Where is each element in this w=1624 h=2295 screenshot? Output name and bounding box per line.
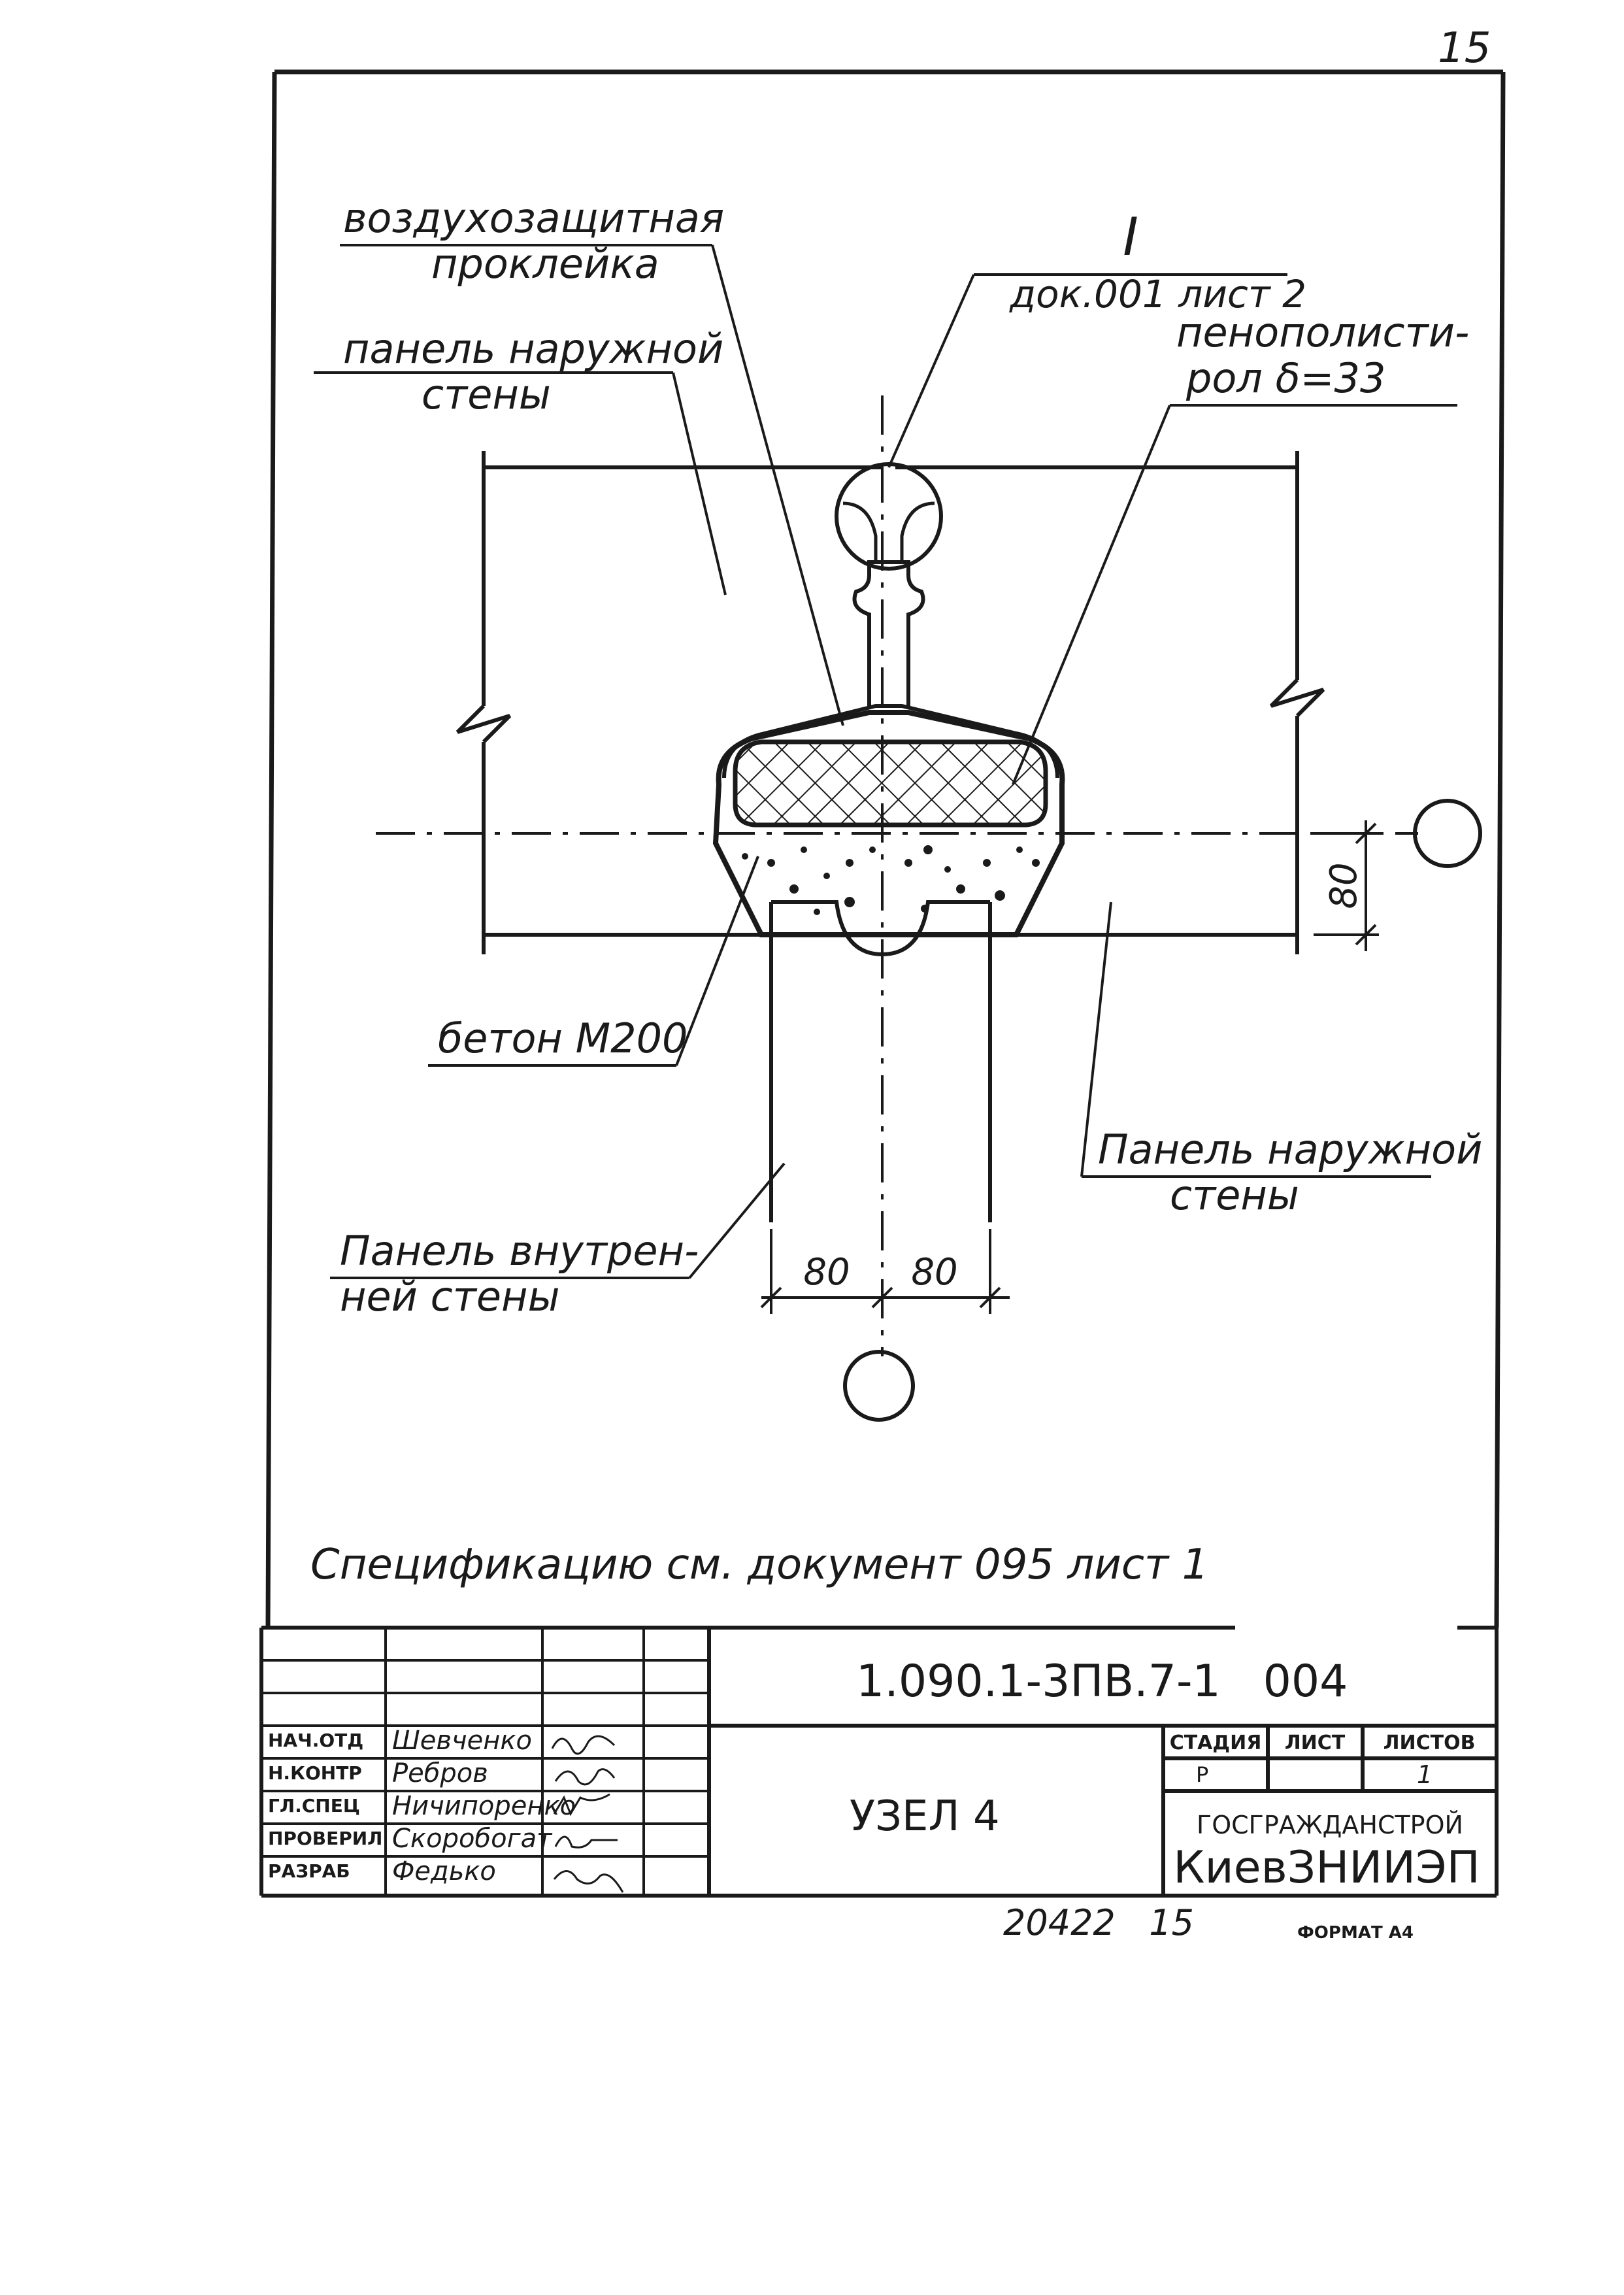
detail-mark: I [1123, 207, 1138, 267]
horizontal-dimension [760, 1229, 1010, 1314]
signatory-name: Ничипоренко [392, 1791, 576, 1821]
signature-mark [554, 1768, 616, 1786]
outer-panel-label-2: стены [422, 371, 551, 418]
concrete-label: бетон М200 [438, 1014, 688, 1062]
signatory-row: РАЗРАБ Федько [268, 1856, 624, 1893]
drawing-frame [265, 69, 1506, 1628]
signatory-name: Скоробогат [392, 1824, 553, 1854]
joint-neck [852, 560, 925, 709]
signature-table-grid [261, 1628, 709, 1896]
signature-mark [554, 1835, 618, 1849]
outer-panel2-label-2: стены [1170, 1171, 1299, 1219]
vertical-dimension-value: 80 [1323, 862, 1365, 909]
signatory-name: Федько [392, 1856, 496, 1886]
signatory-row: ПРОВЕРИЛ Скоробогат [268, 1824, 618, 1854]
dimension-left-value: 80 [803, 1251, 850, 1294]
paper-format: ФОРМАТ А4 [1297, 1923, 1414, 1943]
detail-callout-joint [842, 501, 935, 562]
concrete-speckle [742, 845, 1040, 915]
signature-mark [553, 1793, 610, 1817]
node-drawing: 80 80 80 в [314, 194, 1482, 1422]
signatory-role: Н.КОНТР [268, 1762, 362, 1784]
inner-panel-label-1: Панель внутрен- [340, 1227, 699, 1275]
stage-value: Р [1196, 1762, 1208, 1787]
dimension-right-value: 80 [911, 1251, 957, 1294]
drawing-title: УЗЕЛ 4 [850, 1792, 1000, 1841]
axis-marker-bottom [843, 1350, 915, 1422]
signature-mark [551, 1735, 616, 1755]
detail-reference: док.001 лист 2 [1009, 272, 1306, 316]
leader-lines [314, 244, 1457, 1279]
inner-wall-panel-outline [769, 900, 992, 1222]
signatory-role: НАЧ.ОТД [268, 1730, 363, 1751]
sheets-value: 1 [1417, 1760, 1433, 1789]
specification-note: Спецификацию см. документ 095 лист 1 [310, 1541, 1208, 1589]
sheet-header: ЛИСТ [1285, 1732, 1346, 1754]
foam-insulation-band [733, 739, 1048, 828]
title-block-grid [259, 1626, 1499, 1898]
detail-callout-circle [835, 462, 943, 571]
axis-marker-right [1413, 799, 1482, 868]
document-code: 1.090.1-3ПВ.7-1 004 [856, 1656, 1348, 1707]
signatory-name: Ребров [392, 1758, 488, 1788]
signature-mark [553, 1870, 624, 1893]
signatory-role: РАЗРАБ [268, 1860, 350, 1882]
air-seal-strip [722, 704, 1059, 779]
inventory-number: 20422 15 [1003, 1902, 1194, 1943]
outer-panel-label-1: панель наружной [343, 325, 723, 373]
signatory-row: Н.КОНТР Ребров [268, 1758, 616, 1788]
vertical-dimension [1314, 820, 1379, 951]
outer-wall-panel-outline [456, 451, 1325, 954]
foam-label-2: рол δ=33 [1185, 354, 1385, 402]
organization-line-1: ГОСГРАЖДАНСТРОЙ [1197, 1811, 1463, 1839]
foam-label-1: пенополисти- [1176, 309, 1469, 356]
sheets-header: ЛИСТОВ [1384, 1732, 1476, 1754]
signatory-row: НАЧ.ОТД Шевченко [268, 1726, 616, 1756]
signatory-row: ГЛ.СПЕЦ Ничипоренко [268, 1791, 610, 1821]
signatory-name: Шевченко [392, 1726, 532, 1756]
page-number: 15 [1438, 24, 1491, 73]
signatory-role: ГЛ.СПЕЦ [268, 1795, 360, 1817]
inner-panel-label-2: ней стены [340, 1273, 560, 1320]
signatory-role: ПРОВЕРИЛ [268, 1828, 382, 1849]
air-seal-label-1: воздухозащитная [343, 194, 724, 242]
organization-line-2: КиевЗНИИЭП [1173, 1842, 1480, 1894]
air-seal-label-2: проклейка [431, 240, 659, 288]
title-block: НАЧ.ОТД Шевченко Н.КОНТР Ребров ГЛ.СПЕЦ … [259, 1626, 1499, 1898]
stage-header: СТАДИЯ [1170, 1732, 1262, 1754]
outer-panel2-label-1: Панель наружной [1098, 1126, 1482, 1173]
